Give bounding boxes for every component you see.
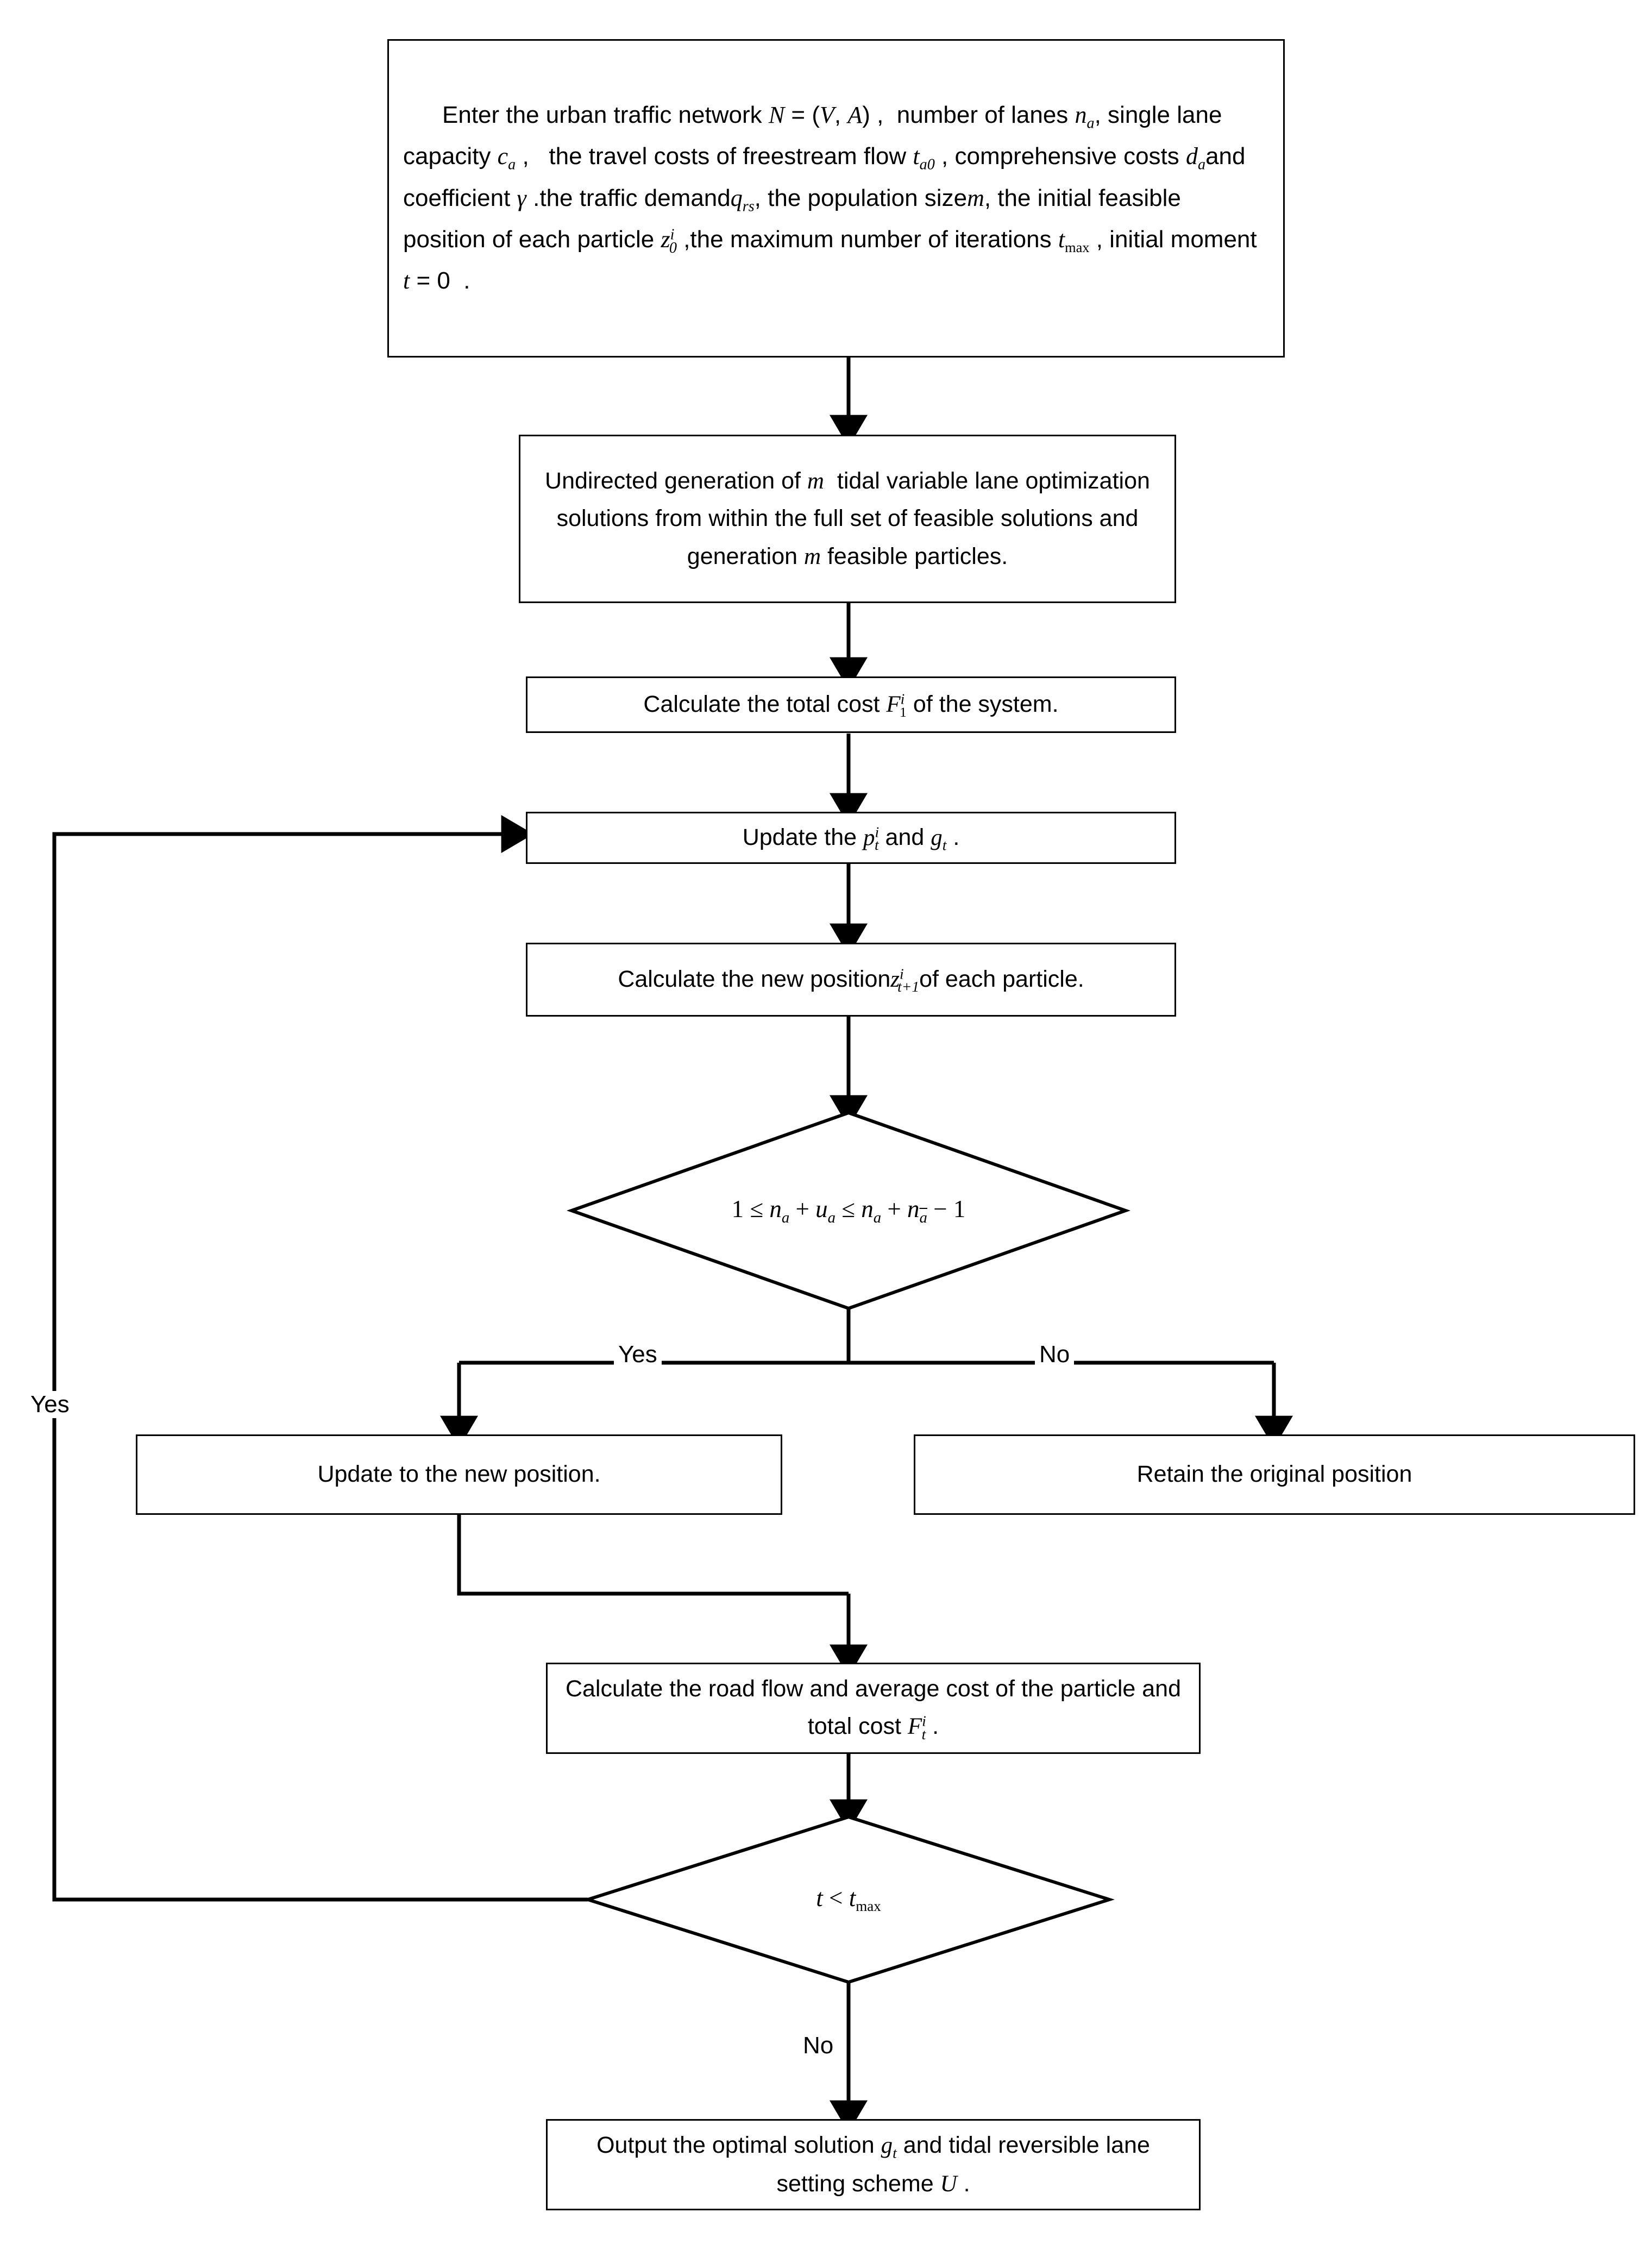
edge-label-decision1-yes: Yes <box>614 1341 662 1368</box>
node-output-text: Output the optimal solution gt and tidal… <box>596 2132 1150 2197</box>
edge-label-decision2-no: No <box>799 2032 838 2059</box>
edge-decision2-yes-loop <box>52 815 588 1902</box>
node-enter: Enter the urban traffic network N = (V, … <box>387 39 1285 358</box>
node-feasibility-check-text: 1 ≤ na + ua ≤ na + na − 1 <box>731 1195 966 1226</box>
node-total-cost: Calculate the total cost Fi1 of the syst… <box>526 676 1176 733</box>
node-update-new-position-text: Update to the new position. <box>317 1461 601 1488</box>
node-total-cost-text: Calculate the total cost Fi1 of the syst… <box>643 690 1059 720</box>
edge-label-decision2-yes: Yes <box>26 1391 74 1418</box>
node-new-position-text: Calculate the new positionzit+1of each p… <box>618 965 1084 995</box>
edge-label-decision1-no: No <box>1035 1341 1075 1368</box>
node-generate-text: Undirected generation of m tidal variabl… <box>545 467 1150 569</box>
node-retain-original-text: Retain the original position <box>1136 1461 1412 1488</box>
node-retain-original: Retain the original position <box>914 1434 1635 1515</box>
node-enter-text: Enter the urban traffic network N = (V, … <box>403 101 1264 294</box>
node-update-new-position: Update to the new position. <box>136 1434 782 1515</box>
node-new-position: Calculate the new positionzit+1of each p… <box>526 943 1176 1017</box>
node-road-flow-text: Calculate the road flow and average cost… <box>565 1675 1182 1743</box>
edge-update-new-to-road-flow <box>457 1515 849 1596</box>
node-iteration-check-text: t < tmax <box>816 1884 881 1915</box>
node-road-flow: Calculate the road flow and average cost… <box>546 1663 1201 1754</box>
node-update-pg-text: Update the pit and gt . <box>742 823 960 853</box>
node-output: Output the optimal solution gt and tidal… <box>546 2119 1201 2210</box>
node-update-pg: Update the pit and gt . <box>526 812 1176 864</box>
node-generate: Undirected generation of m tidal variabl… <box>519 435 1176 603</box>
